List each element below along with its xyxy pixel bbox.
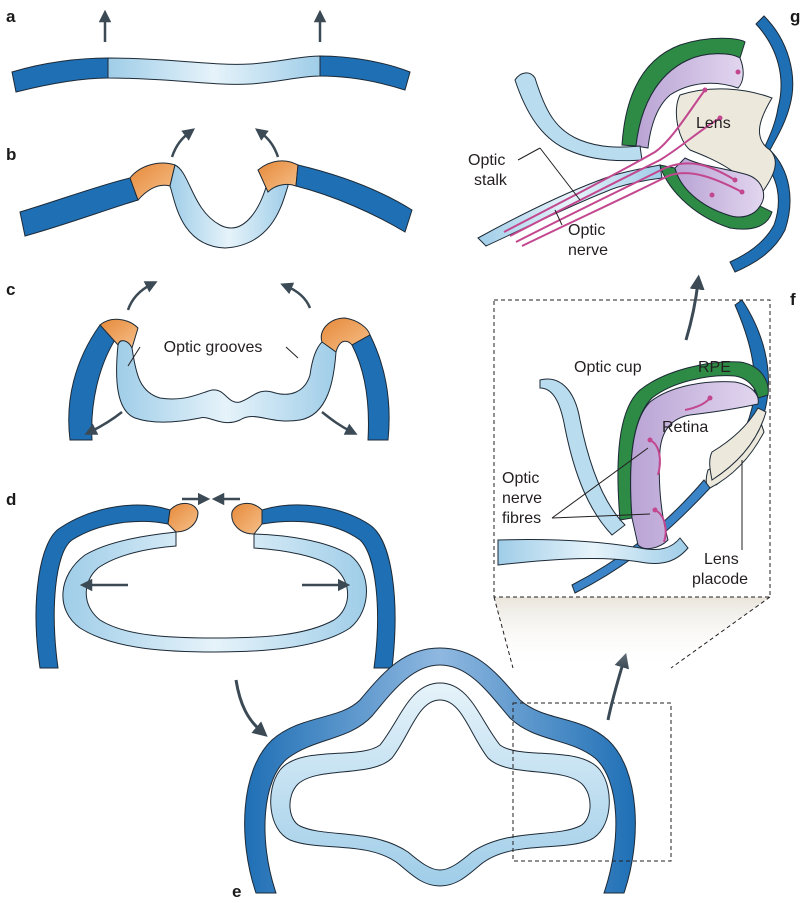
panel-c: Optic grooves bbox=[69, 284, 389, 440]
panel-letter-b: b bbox=[6, 145, 16, 164]
panel-c-arrow-down-right bbox=[322, 412, 352, 432]
panel-c-ectoderm-right bbox=[352, 335, 389, 440]
panel-b-arrow-left bbox=[172, 132, 190, 157]
panel-f: Optic cup RPE Retina Optic nerve fibres … bbox=[494, 300, 770, 597]
panel-c-arrow-up-right bbox=[286, 286, 310, 308]
panel-a-ectoderm-left bbox=[12, 58, 108, 92]
panel-f-fibre-end-1 bbox=[708, 396, 713, 401]
panel-letter-e: e bbox=[232, 882, 241, 901]
panel-c-ectoderm-left bbox=[69, 325, 118, 440]
panel-letter-c: c bbox=[6, 280, 15, 299]
arrow-f-to-g bbox=[686, 282, 698, 340]
panel-a bbox=[12, 16, 410, 92]
panel-d-crest-right bbox=[232, 503, 262, 534]
optic-grooves-label: Optic grooves bbox=[164, 339, 263, 356]
panel-b-arrow-right bbox=[260, 132, 278, 157]
rpe-label: RPE bbox=[698, 359, 731, 376]
panel-g-optic-stalk-upper bbox=[515, 73, 642, 161]
panel-b-crest-left bbox=[130, 163, 175, 200]
optic-stalk-label-2: stalk bbox=[474, 172, 508, 189]
lens-placode-label-1: Lens bbox=[704, 551, 739, 568]
panel-c-leader-right bbox=[286, 347, 298, 358]
optic-nerve-fibres-label-3: fibres bbox=[502, 510, 541, 527]
optic-stalk-leader-1 bbox=[518, 148, 540, 160]
panel-a-neural-plate bbox=[108, 56, 320, 84]
arrow-d-to-e bbox=[236, 680, 262, 732]
panel-c-arrow-down-left bbox=[90, 412, 122, 432]
panel-d-crest-left bbox=[168, 503, 198, 532]
optic-stalk-leader-2 bbox=[540, 148, 580, 200]
lens-label: Lens bbox=[696, 115, 731, 132]
panel-g-fibre-end-5 bbox=[736, 70, 741, 75]
optic-nerve-label-2: nerve bbox=[568, 242, 608, 259]
optic-nerve-fibres-label-2: nerve bbox=[502, 490, 542, 507]
panel-b bbox=[20, 132, 412, 248]
panel-g-fibre-end-4 bbox=[703, 88, 708, 93]
panel-d bbox=[36, 499, 395, 668]
optic-cup-label: Optic cup bbox=[574, 359, 642, 376]
panel-g-fibre-end-3 bbox=[740, 190, 745, 195]
panel-e-neural-tube bbox=[271, 683, 610, 886]
panel-c-arrow-up-left bbox=[128, 284, 152, 310]
panel-d-optic-vesicle bbox=[63, 532, 367, 652]
arrow-e-to-f bbox=[608, 660, 624, 720]
panel-letter-f: f bbox=[790, 290, 796, 309]
panel-g: Optic stalk Optic nerve Lens bbox=[468, 16, 793, 272]
retina-label: Retina bbox=[662, 419, 708, 436]
panel-f-fibre-end-3 bbox=[653, 508, 658, 513]
panel-letter-a: a bbox=[6, 7, 16, 26]
panel-b-ectoderm-right bbox=[296, 165, 412, 232]
lens-placode-label-2: placode bbox=[692, 571, 748, 588]
panel-letter-g: g bbox=[790, 7, 800, 26]
optic-nerve-label-1: Optic bbox=[568, 222, 605, 239]
panel-e bbox=[245, 648, 671, 893]
panel-f-optic-stalk bbox=[540, 379, 625, 535]
panel-g-fibre-end-6 bbox=[710, 193, 715, 198]
optic-stalk-label-1: Optic bbox=[468, 152, 505, 169]
panel-f-fibre-end-2 bbox=[648, 438, 653, 443]
panel-a-ectoderm-right bbox=[320, 56, 410, 90]
panel-b-ectoderm-left bbox=[20, 178, 138, 236]
zoom-funnel bbox=[494, 597, 770, 668]
panel-g-fibre-end-2 bbox=[733, 178, 738, 183]
panel-letter-d: d bbox=[6, 490, 16, 509]
optic-nerve-fibres-label-1: Optic bbox=[502, 470, 539, 487]
